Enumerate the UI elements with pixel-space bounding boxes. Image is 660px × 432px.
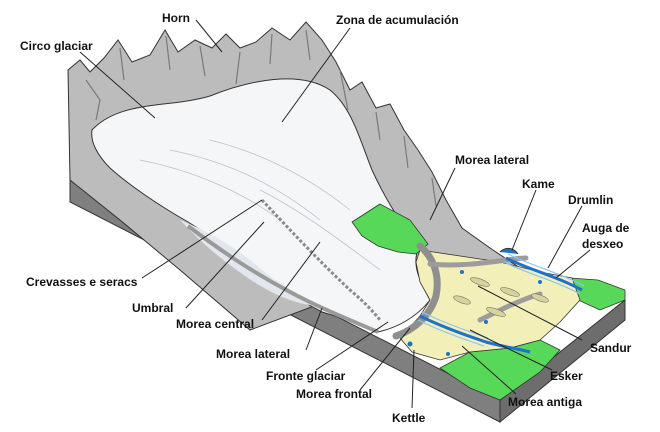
ice-shade	[180, 220, 322, 306]
frontal-moraine	[392, 242, 441, 340]
leader-lines	[79, 19, 591, 409]
kame-mound	[499, 247, 519, 255]
label-kame: Kame	[522, 177, 555, 191]
glacier-ice	[91, 78, 431, 333]
block-front-face	[499, 298, 626, 424]
label-umbral: Umbral	[132, 301, 173, 315]
label-kettle: Kettle	[392, 411, 426, 425]
kettle-holes	[407, 270, 542, 356]
meltwater-river-right-banks	[503, 253, 585, 295]
label-circo-glaciar: Circo glaciar	[20, 39, 93, 53]
label-morea-central: Morea central	[176, 317, 254, 331]
ice-flow-lines	[139, 139, 381, 271]
label-morea-frontal: Morea frontal	[296, 387, 372, 401]
label-desxeo: desxeo	[582, 237, 623, 251]
label-morea-lateral-bottom: Morea lateral	[216, 347, 290, 361]
drumlins	[453, 277, 549, 317]
label-zona-acumulacion: Zona de acumulación	[336, 13, 459, 27]
label-horn: Horn	[162, 11, 190, 25]
central-moraine	[260, 198, 382, 321]
label-crevasses: Crevasses e seracs	[26, 275, 138, 289]
meltwater-river-right	[505, 256, 583, 292]
rock-ridges	[85, 29, 437, 207]
label-sandur: Sandur	[590, 341, 632, 355]
grass-upper	[351, 203, 429, 255]
label-morea-lateral-top: Morea lateral	[455, 153, 529, 167]
label-drumlin: Drumlin	[568, 193, 613, 207]
label-esker: Esker	[550, 369, 583, 383]
lateral-moraine-lower	[186, 224, 379, 334]
esker-river	[419, 314, 531, 354]
label-morea-antiga: Morea antiga	[508, 395, 582, 409]
label-fronte-glaciar: Fronte glaciar	[266, 369, 346, 383]
label-auga-de: Auga de	[582, 221, 630, 235]
